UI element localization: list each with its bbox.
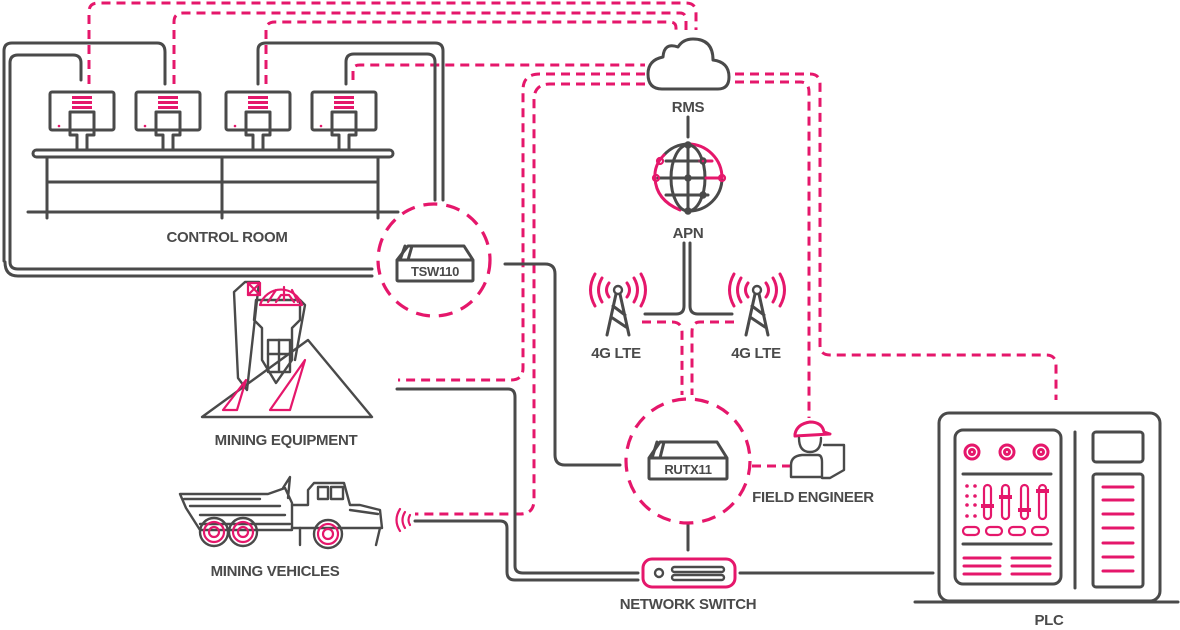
link-monitor1-rms — [87, 1, 698, 84]
link-mining-equipment-switch — [395, 387, 640, 575]
apn-label: APN — [673, 225, 704, 242]
mining-equipment-node[interactable]: MINING EQUIPMENT — [200, 280, 374, 449]
lte-left-label: 4G LTE — [591, 345, 641, 362]
remote-connections — [87, 1, 1058, 516]
link-apn-lte — [643, 241, 686, 316]
tsw110-highlight-ring — [376, 202, 492, 318]
link-control-room-tsw110 — [3, 260, 374, 278]
network-switch-label: NETWORK SWITCH — [620, 596, 757, 613]
wireless-signal-icon — [395, 507, 412, 533]
cell-tower-icon — [589, 272, 647, 337]
link-monitor4-rms — [351, 63, 645, 80]
link-monitor3-rms — [264, 20, 678, 84]
link-mining-vehicles-switch — [413, 519, 640, 582]
lte-left-node[interactable]: 4G LTE — [589, 272, 647, 362]
control-room: CONTROL ROOM — [26, 90, 400, 246]
mine-headframe-icon — [200, 280, 374, 419]
workstation-2[interactable] — [134, 90, 202, 152]
tsw110-label: TSW110 — [411, 264, 459, 279]
link-tsw110-rutx11 — [503, 262, 622, 467]
tsw110-node[interactable]: TSW110 — [376, 202, 492, 318]
lte-right-node[interactable]: 4G LTE — [728, 272, 786, 362]
plc-cabinet-icon — [913, 411, 1180, 604]
network-switch-icon — [641, 557, 737, 589]
mining-equipment-label: MINING EQUIPMENT — [215, 432, 358, 449]
link-rms-mining-equipment — [398, 72, 645, 382]
rms-node[interactable]: RMS — [646, 37, 731, 116]
field-engineer-node[interactable]: FIELD ENGINEER — [752, 420, 875, 506]
rutx11-highlight-ring — [624, 397, 752, 525]
link-rms-field-engineer — [735, 72, 1058, 400]
rutx11-node[interactable]: RUTX11 — [624, 397, 752, 525]
plc-label: PLC — [1034, 612, 1064, 629]
link-monitor2-rms — [172, 11, 688, 84]
lte-right-label: 4G LTE — [731, 345, 781, 362]
link-apn-lte-b — [688, 241, 734, 316]
desk-frame — [26, 155, 400, 220]
workstation-3[interactable] — [224, 90, 292, 152]
field-engineer-label: FIELD ENGINEER — [752, 489, 874, 506]
globe-icon — [651, 141, 727, 215]
link-control-room-outer2 — [2, 41, 167, 263]
network-switch-node[interactable]: NETWORK SWITCH — [620, 557, 757, 613]
mining-vehicles-label: MINING VEHICLES — [211, 563, 340, 580]
rms-label: RMS — [672, 99, 705, 116]
control-room-label: CONTROL ROOM — [166, 229, 287, 246]
link-lte-rutx11-b — [690, 320, 734, 395]
link-lte-rutx11 — [642, 320, 684, 395]
rutx11-label: RUTX11 — [664, 462, 711, 477]
mining-vehicles-node[interactable]: MINING VEHICLES — [178, 475, 384, 580]
wired-connections — [2, 41, 935, 582]
apn-node[interactable]: APN — [651, 141, 727, 243]
desk-top — [31, 148, 395, 159]
link-rms-mining-vehicles — [415, 82, 645, 516]
dump-truck-icon — [178, 475, 384, 550]
link-control-room-outer — [8, 53, 374, 271]
link-rms-plc — [735, 80, 811, 418]
workstation-1[interactable] — [48, 90, 116, 152]
cloud-icon — [646, 37, 731, 91]
switch-device-icon — [395, 244, 475, 283]
router-device-icon — [647, 440, 729, 481]
plc-node[interactable]: PLC — [913, 411, 1180, 629]
link-control-room-loop-a — [256, 41, 445, 202]
engineer-laptop-icon — [789, 420, 846, 480]
link-control-room-loop-b — [344, 52, 437, 202]
workstation-4[interactable] — [310, 90, 378, 152]
cell-tower-icon — [728, 272, 786, 337]
